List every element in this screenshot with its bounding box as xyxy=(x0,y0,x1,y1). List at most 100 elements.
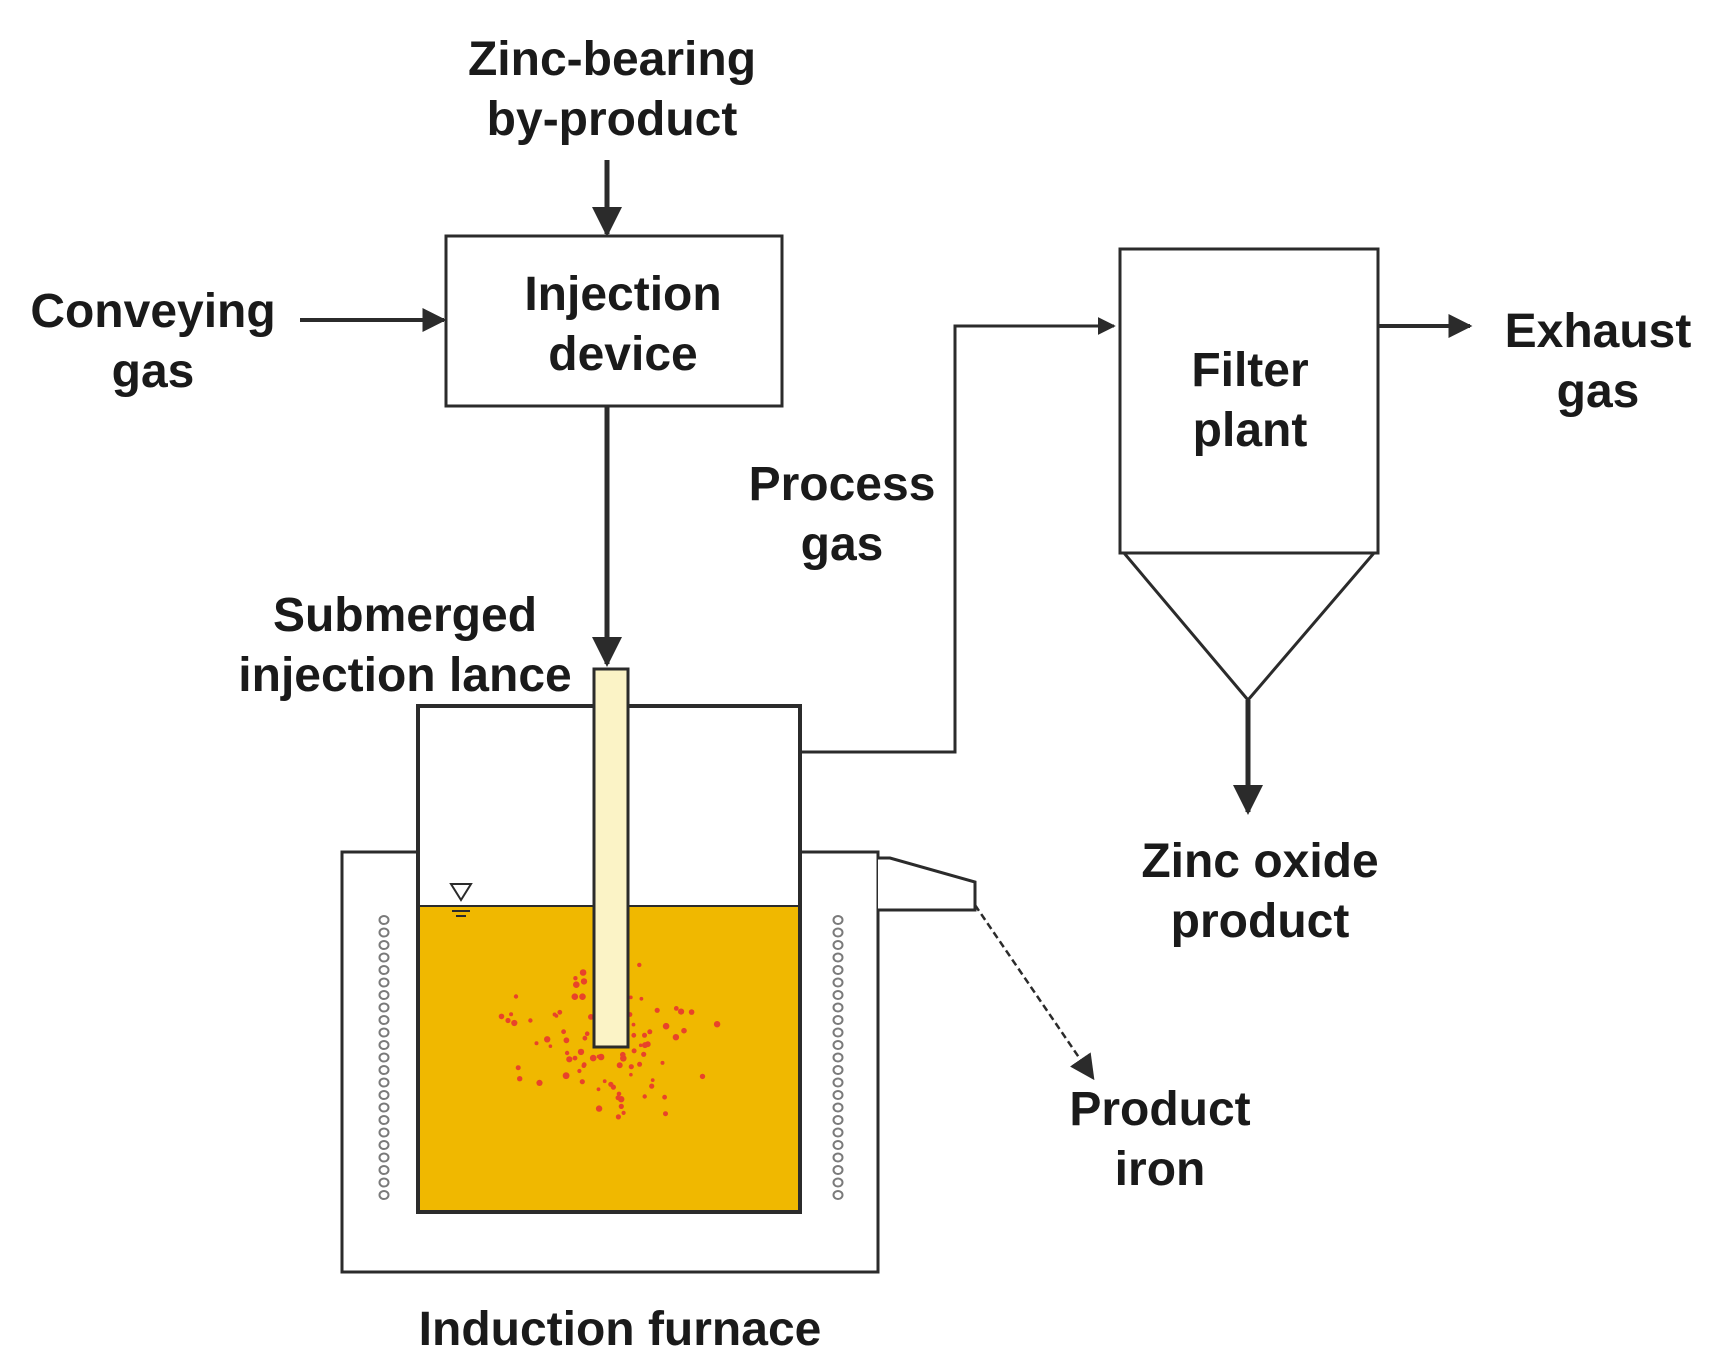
submerged-injection-lance xyxy=(592,667,630,1049)
gas-bubble xyxy=(563,1037,570,1044)
coil-winding xyxy=(378,1177,390,1188)
gas-bubble xyxy=(577,1048,585,1056)
coil-winding xyxy=(832,1002,844,1013)
gas-bubble xyxy=(505,1017,511,1024)
coil-winding xyxy=(832,1040,844,1050)
coil-winding xyxy=(378,927,390,938)
gas-bubble xyxy=(629,1072,633,1077)
coil-winding xyxy=(378,952,390,963)
gas-bubble xyxy=(660,1060,665,1065)
coil-winding xyxy=(378,1102,390,1113)
coil-winding xyxy=(832,940,844,950)
gas-bubble xyxy=(581,1063,587,1068)
gas-bubble xyxy=(513,994,519,999)
product-iron-arrow xyxy=(973,904,1095,1081)
gas-bubble xyxy=(536,1079,543,1086)
gas-bubble xyxy=(589,1054,597,1062)
zinc-oxide-label-line-1: Zinc oxide xyxy=(1141,835,1379,888)
coil-winding xyxy=(378,1065,390,1075)
gas-bubble xyxy=(571,993,579,1000)
gas-bubble xyxy=(509,1012,514,1017)
coil-winding xyxy=(378,1027,390,1038)
product-iron-label-line-1: Product xyxy=(1069,1083,1251,1136)
gas-bubble xyxy=(557,1009,563,1015)
gas-bubble xyxy=(577,1068,582,1074)
gas-bubble xyxy=(579,993,586,1000)
coil-winding xyxy=(378,1127,390,1138)
gas-bubble xyxy=(642,1032,647,1038)
filter-plant-box xyxy=(1118,247,1380,555)
gas-bubble xyxy=(498,1013,505,1020)
gas-bubble xyxy=(562,1072,570,1080)
gas-bubble xyxy=(544,1036,551,1043)
feed-label-line-2: by-product xyxy=(486,93,738,146)
gas-bubble xyxy=(534,1041,539,1046)
conveying-gas-label-line-2: gas xyxy=(111,345,195,398)
gas-bubble xyxy=(654,1007,660,1013)
gas-bubble xyxy=(517,1076,523,1082)
process-gas-label-line-1: Process xyxy=(748,458,936,511)
furnace-label: Induction furnace xyxy=(360,1300,880,1360)
melt-level-symbol xyxy=(448,883,474,917)
coil-winding xyxy=(832,915,844,925)
exhaust-gas-label: Exhaust gas xyxy=(1480,302,1716,422)
coil-winding xyxy=(832,1165,844,1175)
filter-hopper xyxy=(1120,551,1378,703)
feed-label-line-1: Zinc-bearing xyxy=(467,33,757,86)
gas-bubble xyxy=(573,976,578,981)
gas-bubble xyxy=(663,1111,668,1117)
lance-label: Submerged injection lance xyxy=(200,586,610,706)
coil-winding xyxy=(378,940,390,950)
gas-bubble xyxy=(688,1009,695,1015)
gas-bubble xyxy=(647,1029,653,1035)
gas-bubble xyxy=(631,1032,637,1038)
coil-winding xyxy=(832,1077,844,1088)
coil-winding xyxy=(378,1015,390,1025)
gas-bubble xyxy=(639,996,644,1001)
induction-coil-left xyxy=(378,915,390,1200)
gas-bubble xyxy=(528,1018,533,1023)
exhaust-gas-label-line-1: Exhaust xyxy=(1504,305,1692,358)
gas-bubble xyxy=(618,1103,624,1109)
conveying-gas-label-line-1: Conveying xyxy=(30,285,276,338)
gas-bubble xyxy=(621,1110,626,1115)
coil-winding xyxy=(378,1040,390,1050)
gas-bubble xyxy=(573,981,580,988)
product-iron-label: Product iron xyxy=(1040,1080,1280,1200)
conveying-gas-label: Conveying gas xyxy=(18,282,288,402)
gas-bubble xyxy=(681,1027,687,1034)
gas-bubble xyxy=(662,1022,670,1030)
gas-bubble xyxy=(579,1079,585,1085)
gas-bubble xyxy=(641,1051,647,1057)
gas-bubble xyxy=(678,1008,685,1015)
coil-winding xyxy=(378,1002,390,1013)
gas-bubble xyxy=(566,1056,573,1063)
gas-bubble xyxy=(637,1061,643,1067)
gas-bubble xyxy=(650,1078,655,1082)
coil-winding xyxy=(832,977,844,988)
lance-label-line-1: Submerged xyxy=(272,589,538,642)
coil-winding xyxy=(378,1052,390,1063)
coil-winding xyxy=(378,1165,390,1175)
zinc-oxide-label: Zinc oxide product xyxy=(1110,832,1410,952)
product-iron-label-line-2: iron xyxy=(1114,1143,1206,1196)
gas-bubble xyxy=(515,1065,521,1071)
coil-winding xyxy=(832,1115,844,1125)
injection-device-box xyxy=(444,234,784,408)
gas-bubble xyxy=(596,1087,601,1092)
gas-bubble xyxy=(631,1048,637,1054)
gas-bubble xyxy=(631,1022,636,1027)
coil-winding xyxy=(832,1065,844,1075)
feed-label: Zinc-bearing by-product xyxy=(462,30,762,150)
coil-winding xyxy=(378,965,390,975)
gas-bubble xyxy=(595,1105,603,1112)
coil-winding xyxy=(832,952,844,963)
gas-bubble xyxy=(642,1094,647,1099)
tap-spout xyxy=(878,856,977,912)
filter-plant-label: Filter plant xyxy=(1130,341,1370,461)
coil-winding xyxy=(832,1127,844,1138)
gas-bubble xyxy=(602,1079,607,1084)
coil-winding xyxy=(832,1177,844,1188)
coil-winding xyxy=(832,1152,844,1163)
